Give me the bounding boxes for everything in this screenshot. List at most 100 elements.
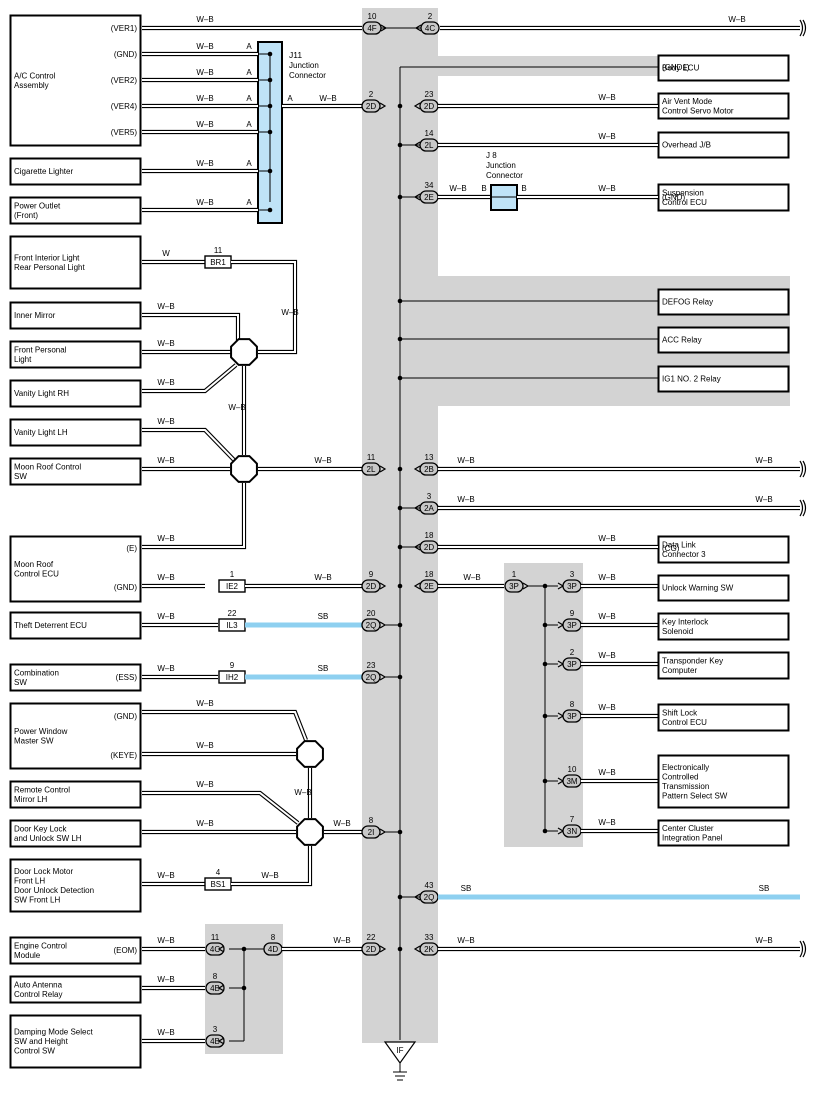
splice-dot — [397, 336, 403, 342]
engine-control-module-label: Engine Control — [14, 941, 67, 950]
ect-pattern-sw-label: Transmission — [662, 782, 709, 791]
wire-break — [802, 940, 807, 958]
shift-lock-ecu-box — [657, 703, 790, 732]
theft-deterrent-ecu-box — [9, 611, 142, 640]
wire-outline — [142, 709, 308, 741]
front-personal-light-label: Light — [14, 355, 32, 364]
pin-label: (GND) — [662, 193, 685, 202]
wire-color-label: W–B — [598, 768, 615, 777]
power-outlet-box — [9, 196, 142, 225]
vanity-light-rh-label: Vanity Light RH — [14, 389, 69, 398]
splice-dot — [241, 985, 247, 991]
damping-mode-sw-label: Control SW — [14, 1047, 55, 1056]
transponder-computer-label: Transponder Key — [662, 656, 723, 665]
conn-IH2-pin: 9 — [230, 661, 235, 670]
conn-2E-b-code: 2E — [424, 582, 434, 591]
wire-color-label: W–B — [196, 780, 213, 789]
conn-3P-in-pin: 1 — [512, 570, 517, 579]
moon-roof-ecu-box — [9, 535, 142, 603]
conn-IL3-code: IL3 — [226, 621, 238, 630]
conn-4B-b-connector — [205, 1034, 225, 1048]
moon-roof-sw-label: SW — [14, 472, 27, 481]
combination-sw-label: Combination — [14, 668, 59, 677]
wire-color-label: W — [162, 249, 170, 258]
door-lock-motor-label: Door Lock Motor — [14, 867, 73, 876]
theft-deterrent-ecu-label: Theft Deterrent ECU — [14, 621, 87, 630]
conn-2Q-b-code: 2Q — [366, 673, 377, 682]
wire-color-label: W–B — [457, 936, 474, 945]
wire-color-label: W–B — [157, 456, 174, 465]
splice-octagon — [230, 338, 258, 366]
splice-dot — [267, 207, 273, 213]
splice-dot — [397, 674, 403, 680]
terminal-arrow — [379, 582, 387, 590]
shade-top-band — [438, 56, 658, 76]
center-cluster-panel-label: Center Cluster — [662, 824, 714, 833]
wire-color-label: W–B — [196, 159, 213, 168]
wire-core — [142, 314, 239, 341]
overhead-jb-box — [657, 131, 790, 159]
wire-color-label: W–B — [333, 819, 350, 828]
conn-2Q-a-pin: 20 — [367, 609, 376, 618]
splice-dot — [397, 894, 403, 900]
terminal-arrow — [414, 24, 422, 32]
ground-triangle — [383, 1041, 417, 1065]
pin-label: (EOM) — [113, 946, 137, 955]
front-personal-light-label: Front Personal — [14, 345, 67, 354]
combination-sw-label: SW — [14, 678, 27, 687]
conn-4C-top-code: 4C — [425, 24, 435, 33]
conn-2D-c-pin: 18 — [425, 531, 434, 540]
wire-color-label: W–B — [196, 94, 213, 103]
conn-IH2-code: IH2 — [226, 673, 239, 682]
conn-3P_b-pin: 9 — [570, 609, 575, 618]
splice-dot — [397, 142, 403, 148]
wire-color-label: W–B — [294, 788, 311, 797]
conn-4C-bottom-pin: 11 — [211, 933, 220, 942]
wire-color-label: W–B — [196, 699, 213, 708]
wire-color-label: W–B — [598, 612, 615, 621]
door-key-lock-sw-label: and Unlock SW LH — [14, 834, 82, 843]
door-lock-motor-label: Front LH — [14, 876, 45, 885]
conn-2Q-b-connector — [361, 670, 381, 684]
wire-color-label: W–B — [457, 456, 474, 465]
conn-4B-a-pin: 8 — [213, 972, 218, 981]
pin-label: (KEYE) — [110, 751, 137, 760]
wire-color-label: W–B — [196, 68, 213, 77]
inner-mirror-wire — [142, 312, 241, 341]
damping-mode-sw-box — [9, 1014, 142, 1069]
pin-label: (VER1) — [111, 24, 138, 33]
wire-color-label: SB — [759, 884, 770, 893]
remote-mirror-lh-label: Mirror LH — [14, 795, 48, 804]
air-vent-motor-box — [657, 92, 790, 120]
pin-letter-a: A — [246, 120, 252, 129]
wire-break — [799, 499, 804, 517]
wire-color-label: W–B — [157, 1028, 174, 1037]
splice-dot — [267, 168, 273, 174]
wire-color-label: W–B — [261, 871, 278, 880]
center-cluster-panel-label: Integration Panel — [662, 833, 723, 842]
pin-label: (GND) — [114, 583, 137, 592]
cigarette-lighter-box — [9, 157, 142, 186]
conn-2L-a-pin: 14 — [425, 129, 434, 138]
conn-2D-a-pin: 2 — [369, 90, 374, 99]
conn-4C-top-pin: 2 — [428, 12, 433, 21]
splice-dot — [397, 583, 403, 589]
conn-3P_a-pin: 3 — [570, 570, 575, 579]
conn-2D-b-code: 2D — [424, 102, 434, 111]
conn-BR1-pin: 11 — [214, 246, 223, 255]
conn-2L-b-code: 2L — [367, 465, 376, 474]
splice-dot — [397, 946, 403, 952]
wire-color-label: W–B — [157, 573, 174, 582]
key-interlock-solenoid-label: Key Interlock — [662, 617, 709, 626]
wire-core — [231, 846, 311, 885]
conn-2I-code: 2I — [368, 828, 375, 837]
conn-3P-in-code: 3P — [509, 582, 519, 591]
pin-letter-a: A — [246, 198, 252, 207]
terminal-arrow — [379, 945, 387, 953]
acc-relay-label: ACC Relay — [662, 336, 702, 345]
pin-letter-a: A — [246, 68, 252, 77]
wire-core — [231, 261, 296, 353]
wire-color-label: SB — [318, 612, 329, 621]
suspension-ecu-label: Control ECU — [662, 198, 707, 207]
